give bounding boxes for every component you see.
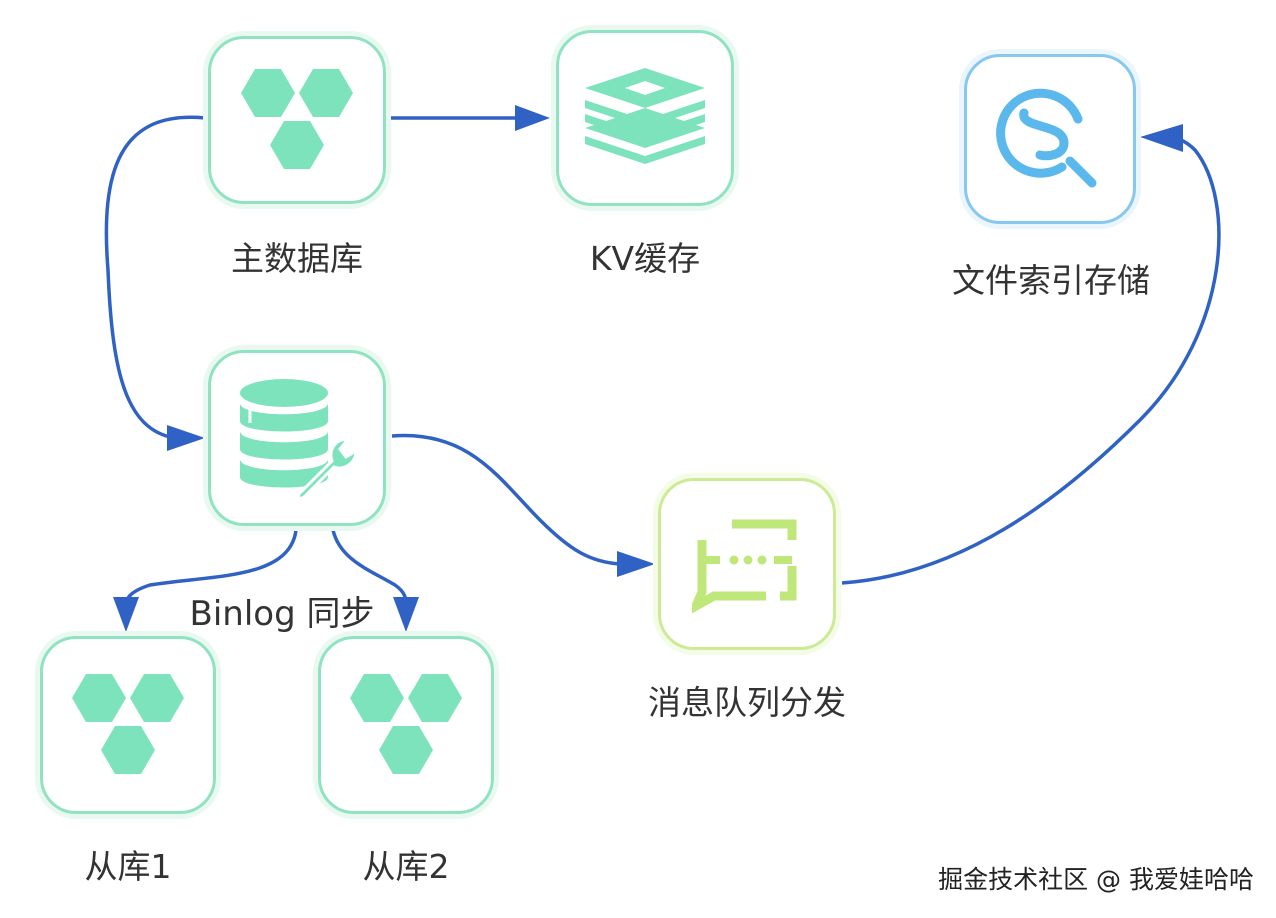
hexagon-cluster-icon	[350, 674, 462, 774]
edge-mq-to-index	[841, 135, 1221, 585]
edge-master-to-binlog	[104, 115, 206, 440]
node-file-index[interactable]	[964, 54, 1136, 224]
search-magnifier-icon	[996, 88, 1097, 188]
label-slave-2: 从库2	[362, 847, 450, 886]
edge-binlog-to-mq	[391, 433, 621, 566]
arrowhead-slave2	[393, 597, 419, 632]
arrowhead-slave1	[113, 597, 139, 632]
arrowhead-index	[1140, 124, 1183, 152]
hexagon-cluster-icon	[241, 69, 353, 169]
node-slave-1[interactable]	[40, 636, 216, 814]
node-binlog-sync[interactable]	[208, 350, 386, 526]
message-bracket-icon	[692, 519, 797, 614]
node-message-queue[interactable]	[658, 478, 836, 650]
node-master-db[interactable]	[208, 36, 386, 204]
label-kv-cache: KV缓存	[589, 239, 701, 278]
arrowhead-binlog	[167, 425, 205, 451]
edge-label-binlog: Binlog 同步	[189, 594, 375, 634]
arrowhead-mq	[617, 551, 655, 577]
label-master-db: 主数据库	[231, 239, 363, 278]
node-kv-cache[interactable]	[556, 30, 734, 206]
redis-stack-icon	[585, 68, 705, 164]
node-slave-2[interactable]	[318, 636, 494, 814]
watermark: 掘金技术社区 @ 我爱娃哈哈	[938, 865, 1254, 894]
label-file-index: 文件索引存储	[952, 261, 1150, 300]
arrowhead-kv	[515, 105, 550, 131]
database-wrench-icon	[240, 379, 358, 500]
label-slave-1: 从库1	[84, 847, 172, 886]
hexagon-cluster-icon	[72, 674, 184, 774]
label-message-queue: 消息队列分发	[648, 683, 846, 722]
